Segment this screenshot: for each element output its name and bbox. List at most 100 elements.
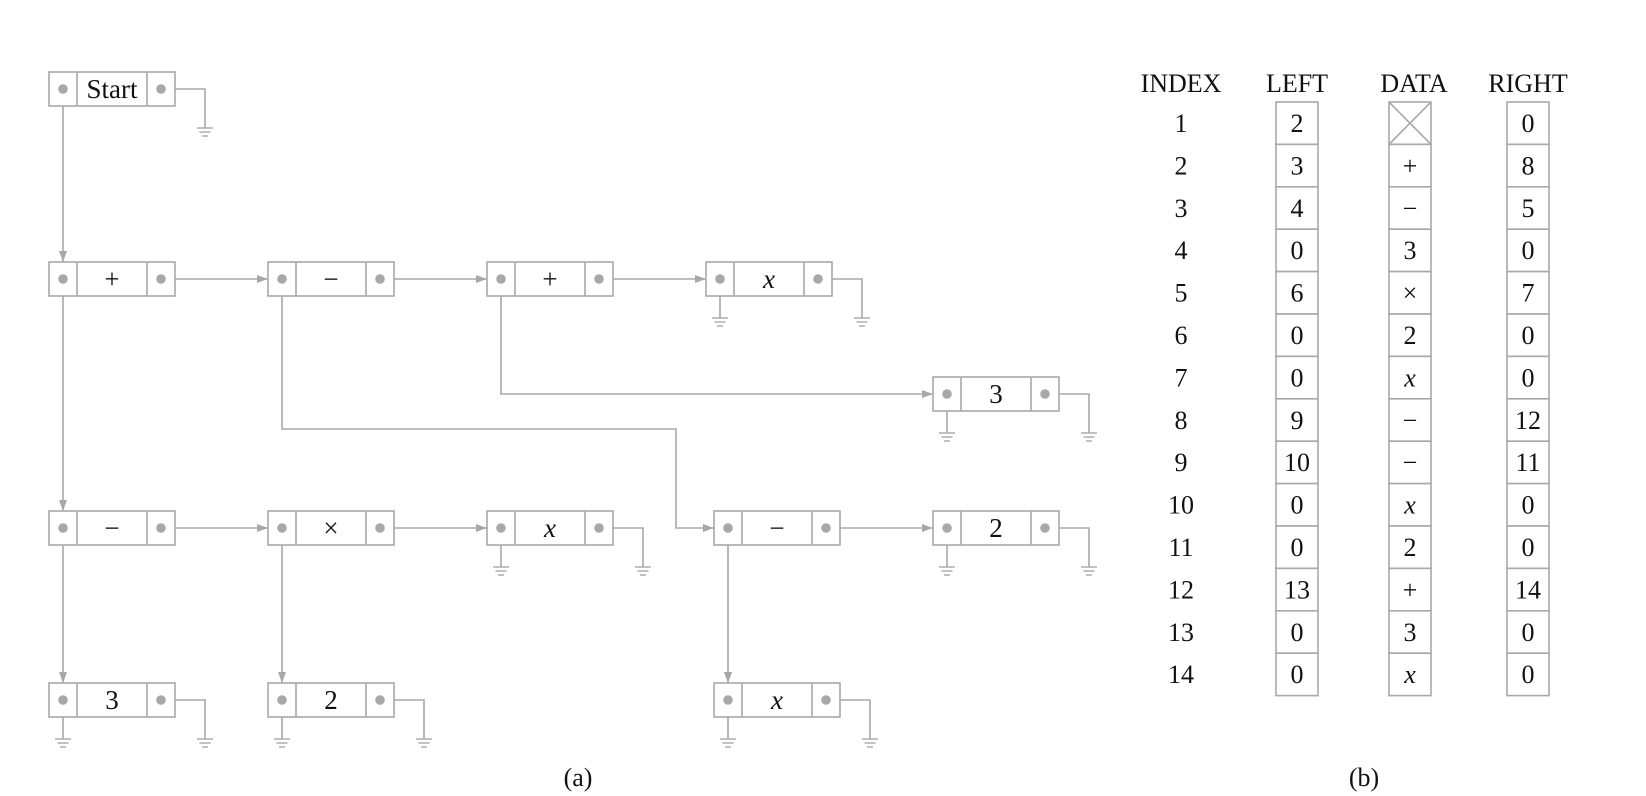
link-n12-left [500,279,933,395]
caption-a: (a) [564,763,593,792]
row-index: 12 [1168,575,1194,604]
cell-right-value: 0 [1522,236,1535,265]
row-index: 2 [1175,151,1188,180]
cell-left-value: 13 [1284,575,1310,604]
left-pointer-dot [942,523,952,533]
arrowhead-n5-left [278,672,286,683]
table-row: 6 0 2 0 [1175,313,1550,358]
arrowhead-n2-left [59,500,67,511]
table-row: 5 6 × 7 [1175,270,1550,315]
caption-b: (b) [1349,763,1379,792]
cell-right-value: 0 [1522,363,1535,392]
cell-right-value: 0 [1522,321,1535,350]
nil-ground-icon-n11-right [1081,566,1097,576]
arrowhead-n12-left [922,390,933,398]
cell-data-value: 3 [1404,236,1417,265]
cell-left: 9 [1275,397,1319,442]
cell-data: − [1388,397,1432,442]
node-label: − [323,264,338,294]
cell-right-value: 0 [1522,660,1535,689]
tree-node-n8: − [267,261,395,297]
cell-right-value: 14 [1515,575,1541,604]
cell-data [1388,101,1432,146]
right-pointer-dot [375,523,385,533]
cell-data: x [1388,355,1432,400]
cell-data: x [1388,482,1432,527]
table-header-index: INDEX [1141,69,1222,98]
tree-node-n12: + [486,261,614,297]
cell-right: 7 [1506,270,1550,315]
tree-node-start: Start [48,71,176,107]
cell-left: 0 [1275,313,1319,358]
cell-data: + [1388,143,1432,188]
tree-node-n7: x [486,510,614,546]
left-pointer-dot [277,523,287,533]
row-index: 10 [1168,491,1194,520]
right-pointer-dot [821,695,831,705]
cell-data: × [1388,270,1432,315]
arrowhead-n8-left [703,524,714,532]
nil-ground-icon-n7-left [493,566,509,576]
node-label: x [543,513,556,543]
cell-left-value: 0 [1291,618,1304,647]
cell-left: 2 [1275,101,1319,146]
cell-left-value: 6 [1291,279,1304,308]
cell-left: 0 [1275,482,1319,527]
right-pointer-dot [1040,389,1050,399]
row-index: 9 [1175,448,1188,477]
left-pointer-dot [277,274,287,284]
nil-ground-icon-n10-right [862,738,878,748]
cell-right: 0 [1506,228,1550,273]
node-label: + [104,264,119,294]
arrowhead-n9-right [922,524,933,532]
cell-left-value: 3 [1291,151,1304,180]
left-pointer-dot [942,389,952,399]
cell-left-value: 0 [1291,236,1304,265]
arrowhead-n8-right [476,275,487,283]
tree-node-n5: × [267,510,395,546]
row-index: 14 [1168,660,1194,689]
tree-node-n13: 3 [932,376,1060,412]
cell-data: 3 [1388,609,1432,654]
cell-left: 3 [1275,143,1319,188]
nil-ground-icon-n14-right [854,317,870,327]
cell-left-value: 0 [1291,533,1304,562]
tree-node-n10: x [713,682,841,718]
cell-left-value: 10 [1284,448,1310,477]
nil-ground-icon-n4-left [55,738,71,748]
table-row: 12 13 +14 [1168,567,1550,612]
cell-data-value: + [1403,575,1418,604]
right-pointer-dot [156,84,166,94]
row-index: 6 [1175,321,1188,350]
node-label: + [542,264,557,294]
arrowhead-n9-left [724,672,732,683]
left-pointer-dot [496,274,506,284]
cell-left: 6 [1275,270,1319,315]
node-label: x [762,264,775,294]
left-pointer-dot [58,523,68,533]
right-pointer-dot [156,274,166,284]
cell-left-value: 9 [1291,406,1304,435]
row-index: 11 [1168,533,1193,562]
cell-right: 0 [1506,355,1550,400]
node-label: 2 [324,685,338,715]
cell-right: 12 [1506,397,1550,442]
row-index: 5 [1175,279,1188,308]
arrowhead-n3-left [59,672,67,683]
row-index: 3 [1175,194,1188,223]
nil-ground-icon-n11-left [939,566,955,576]
cell-data-value: − [1403,194,1418,223]
nil-ground-icon-n7-right [635,566,651,576]
cell-data: 2 [1388,313,1432,358]
left-pointer-dot [723,695,733,705]
row-index: 4 [1175,236,1188,265]
node-label: − [769,513,784,543]
arrowhead-n2-right [257,275,268,283]
tree-node-n3: − [48,510,176,546]
